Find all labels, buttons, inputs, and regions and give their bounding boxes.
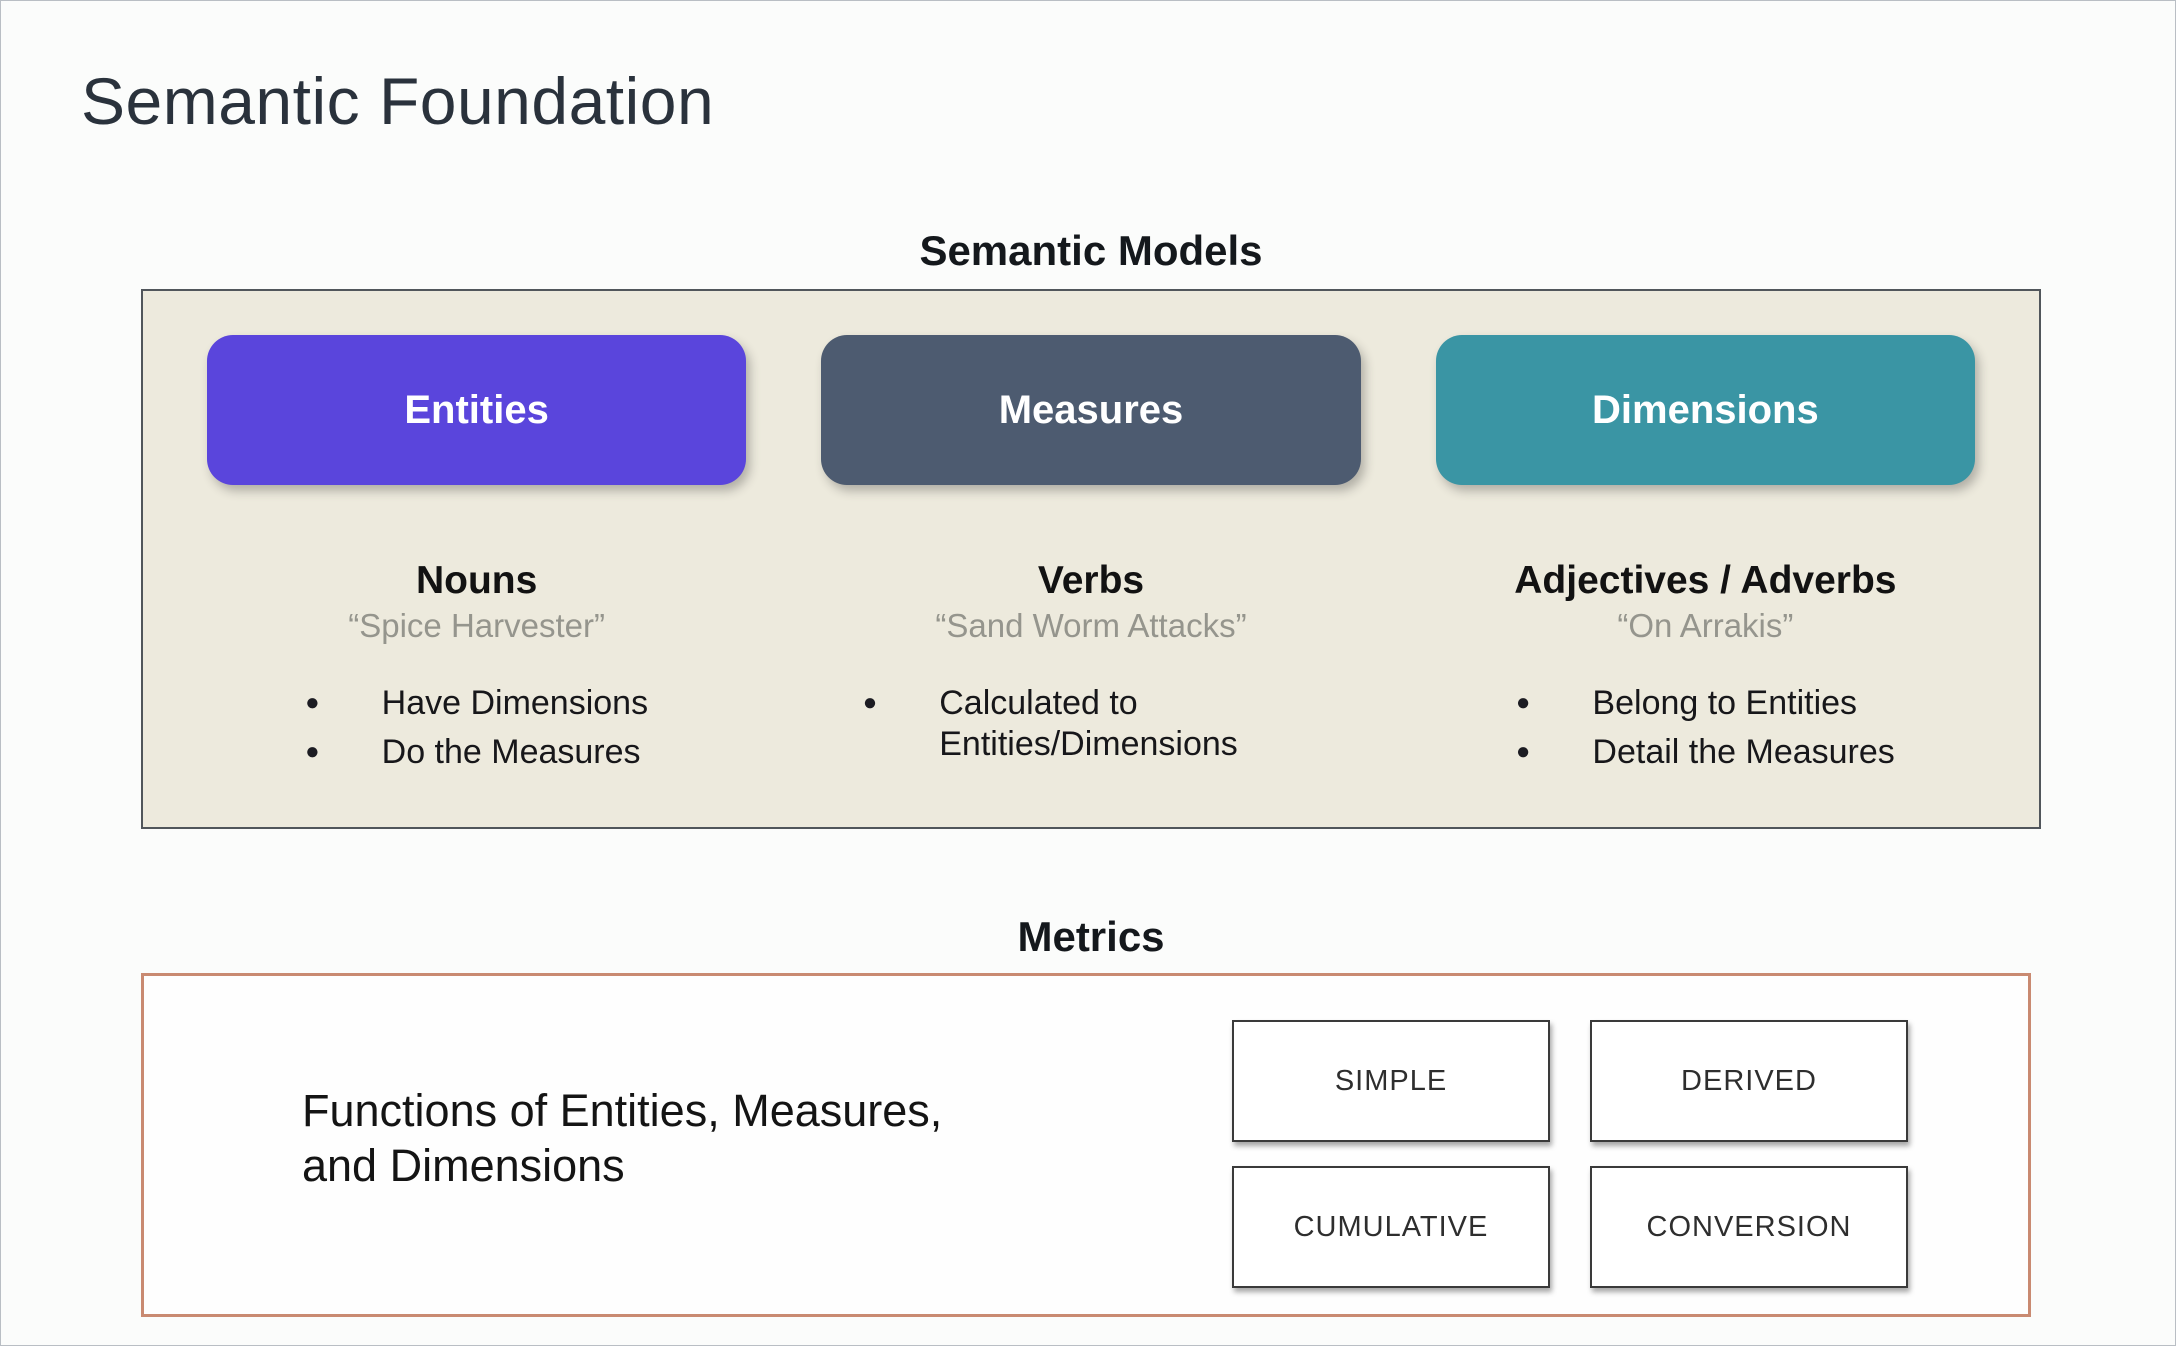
measures-role-label: Verbs [1037, 559, 1145, 602]
metric-chip-conversion: CONVERSION [1590, 1166, 1908, 1288]
metrics-description-line1: Functions of Entities, Measures, [302, 1085, 943, 1136]
semantic-models-heading: Semantic Models [919, 227, 1263, 274]
list-item: Belong to Entities [1516, 683, 1895, 724]
bullet-text: Have Dimensions [381, 684, 649, 722]
measures-pill: Measures [821, 335, 1361, 485]
metric-chip-simple: SIMPLE [1232, 1020, 1550, 1142]
entities-role-label: Nouns [415, 559, 538, 602]
measures-quote: “Sand Worm Attacks” [935, 607, 1247, 644]
list-item: Calculated to Entities/Dimensions [863, 683, 1320, 766]
list-item: Detail the Measures [1516, 732, 1895, 773]
entities-bullet-list: Have Dimensions Do the Measures [305, 683, 648, 782]
metric-chip-cumulative: CUMULATIVE [1232, 1166, 1550, 1288]
bullet-text: Detail the Measures [1592, 733, 1895, 772]
measures-bullet-list: Calculated to Entities/Dimensions [863, 683, 1320, 774]
semantic-models-panel: Entities Nouns “Spice Harvester” Have Di… [141, 289, 2041, 829]
metrics-heading: Metrics [1017, 913, 1165, 960]
metrics-description: Functions of Entities, Measures, and Dim… [302, 1084, 942, 1194]
metrics-description-line2: and Dimensions [302, 1139, 625, 1191]
list-item: Do the Measures [305, 732, 648, 773]
dimensions-column: Dimensions Adjectives / Adverbs “On Arra… [1435, 335, 1975, 827]
bullet-text: Do the Measures [381, 733, 641, 772]
list-item: Have Dimensions [305, 683, 648, 724]
metric-type-grid: SIMPLE DERIVED CUMULATIVE CONVERSION [1232, 1020, 1908, 1288]
measures-column: Measures Verbs “Sand Worm Attacks” Calcu… [821, 335, 1361, 827]
dimensions-bullet-list: Belong to Entities Detail the Measures [1516, 683, 1895, 782]
bullet-text: Belong to Entities [1592, 684, 1858, 722]
metrics-panel: Functions of Entities, Measures, and Dim… [141, 973, 2031, 1317]
entities-pill: Entities [207, 335, 747, 485]
entities-column: Entities Nouns “Spice Harvester” Have Di… [207, 335, 747, 827]
dimensions-quote: “On Arrakis” [1617, 607, 1794, 644]
bullet-text: Calculated to Entities/Dimensions [939, 684, 1238, 764]
dimensions-role-label: Adjectives / Adverbs [1514, 559, 1897, 602]
entities-quote: “Spice Harvester” [348, 607, 605, 644]
metric-chip-derived: DERIVED [1590, 1020, 1908, 1142]
dimensions-pill: Dimensions [1435, 335, 1975, 485]
page-title: Semantic Foundation [81, 64, 715, 138]
